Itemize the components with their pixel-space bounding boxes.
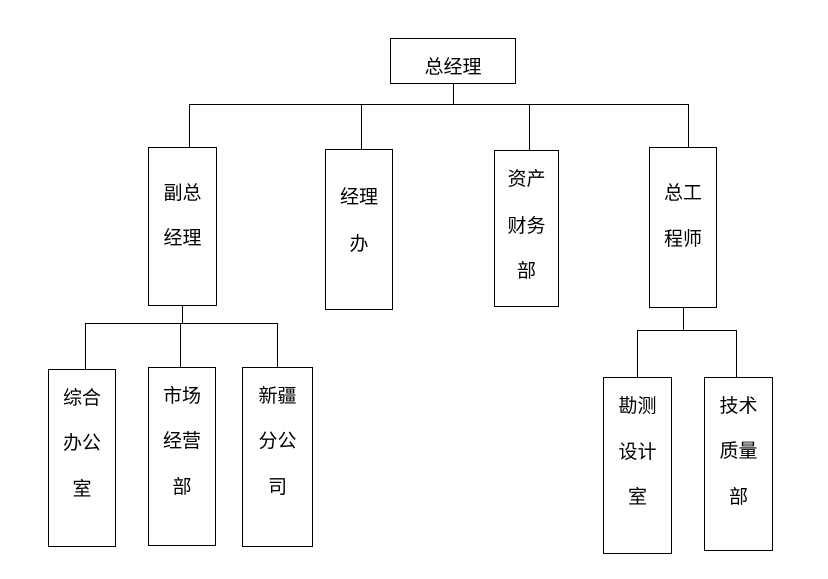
node-label-line: 总工 [663, 182, 702, 204]
node-label-line: 勘测 [618, 395, 657, 417]
node-label-line: 部 [728, 486, 748, 508]
node-label-line: 司 [267, 476, 287, 498]
node-xinjiang-branch: 新疆 分公 司 [242, 367, 313, 547]
node-survey-design-office: 勘测 设计 室 [603, 377, 672, 554]
node-label-line: 技术 [719, 395, 758, 417]
node-chief-engineer: 总工 程师 [649, 147, 717, 308]
node-label-line: 质量 [719, 440, 758, 462]
node-label-line: 经营 [162, 430, 201, 452]
node-label-line: 市场 [162, 385, 201, 407]
node-label-line: 部 [516, 260, 536, 282]
node-label-line: 室 [72, 478, 92, 500]
node-label-line: 新疆 [258, 385, 297, 407]
node-assets-finance-dept: 资产 财务 部 [494, 150, 559, 307]
node-label-line: 部 [172, 476, 192, 498]
node-label-line: 程师 [663, 228, 702, 250]
node-label-line: 财务 [507, 215, 546, 237]
node-marketing-dept: 市场 经营 部 [148, 367, 216, 546]
node-label-line: 设计 [618, 441, 657, 463]
node-manager-office: 经理 办 [325, 149, 393, 310]
node-label-line: 经理 [339, 186, 378, 208]
node-general-manager: 总经理 [390, 38, 516, 84]
node-label-line: 资产 [507, 168, 546, 190]
node-vice-general-manager: 副总 经理 [148, 147, 217, 306]
node-general-office: 综合 办公 室 [48, 369, 116, 547]
node-tech-quality-dept: 技术 质量 部 [704, 377, 773, 551]
node-label-line: 办公 [62, 432, 101, 454]
node-label-line: 分公 [258, 430, 297, 452]
node-label-line: 经理 [163, 227, 202, 249]
node-label-line: 办 [349, 233, 369, 255]
node-label-line: 综合 [62, 387, 101, 409]
node-label-line: 总经理 [424, 56, 482, 78]
node-label-line: 副总 [163, 182, 202, 204]
node-label-line: 室 [627, 486, 647, 508]
